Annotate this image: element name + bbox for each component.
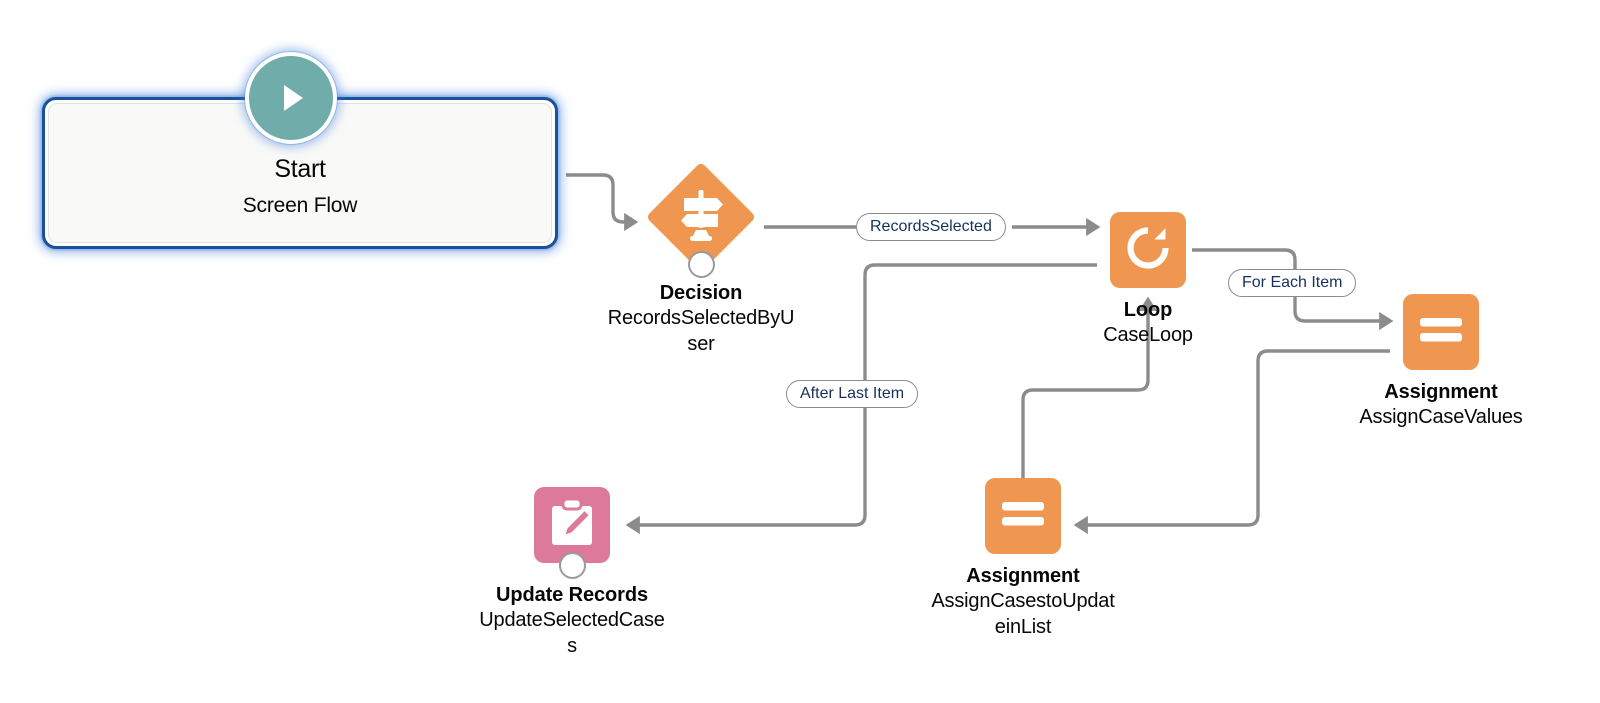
assignment-cases-to-update-label: Assignment AssignCasestoUpdat einList xyxy=(885,564,1161,640)
clipboard-pencil-icon xyxy=(549,497,595,553)
decision-name-line-1: RecordsSelectedByU xyxy=(607,307,795,330)
loop-label: Loop CaseLoop xyxy=(1018,298,1278,349)
update-records-name-line-2: s xyxy=(567,634,577,657)
loop-type-label: Loop xyxy=(1123,299,1173,321)
start-node[interactable]: Start Screen Flow xyxy=(42,52,558,249)
update-records-node[interactable]: Update Records UpdateSelectedCase s xyxy=(479,487,665,657)
decision-label: Decision RecordsSelectedByU ser xyxy=(541,281,861,357)
update-records-label: Update Records UpdateSelectedCase s xyxy=(434,583,710,659)
connector-label-for-each-item[interactable]: For Each Item xyxy=(1228,269,1357,297)
connector-label-after-last-item[interactable]: After Last Item xyxy=(786,380,919,408)
update-records-name-line-1: UpdateSelectedCase xyxy=(479,609,665,632)
loop-name-line-1: CaseLoop xyxy=(1103,324,1193,347)
loop-refresh-icon xyxy=(1124,224,1172,277)
update-records-shape xyxy=(534,487,610,563)
assignment-cases-to-update-name-line-1: AssignCasestoUpdat xyxy=(931,590,1115,613)
assignment-cases-to-update-node[interactable]: Assignment AssignCasestoUpdat einList xyxy=(931,478,1115,638)
equals-icon xyxy=(1000,498,1046,535)
assignment-cases-to-update-shape xyxy=(985,478,1061,554)
signpost-icon xyxy=(651,167,751,267)
play-icon[interactable] xyxy=(245,52,337,144)
connector-label-records-selected[interactable]: RecordsSelected xyxy=(856,213,1006,241)
start-subtitle: Screen Flow xyxy=(242,194,358,217)
decision-circle-badge[interactable] xyxy=(687,251,715,278)
decision-node[interactable]: Decision RecordsSelectedByU ser xyxy=(608,161,794,355)
decision-type-label: Decision xyxy=(659,282,743,304)
update-records-circle-badge[interactable] xyxy=(558,552,586,579)
loop-node[interactable]: Loop CaseLoop xyxy=(1103,212,1193,346)
assignment-case-values-name-line-1: AssignCaseValues xyxy=(1359,406,1523,429)
assignment-case-values-shape xyxy=(1403,294,1479,370)
connector-start-to-decision xyxy=(566,173,639,232)
update-records-type-label: Update Records xyxy=(496,584,648,606)
assignment-case-values-type-label: Assignment xyxy=(1384,381,1498,403)
connector-assign-case-values-to-assign-cases xyxy=(1073,349,1390,535)
start-node-text: Start Screen Flow xyxy=(42,155,558,218)
connector-loop-to-assignment-case-values-2 xyxy=(1293,296,1394,331)
assignment-cases-to-update-name-line-2: einList xyxy=(994,615,1052,638)
connector-loop-to-assignment-case-values xyxy=(1192,248,1297,271)
assignment-case-values-node[interactable]: Assignment AssignCaseValues xyxy=(1359,294,1523,428)
assignment-case-values-label: Assignment AssignCaseValues xyxy=(1311,380,1571,431)
loop-node-shape xyxy=(1110,212,1186,288)
start-title: Start xyxy=(274,155,326,183)
decision-name-line-2: ser xyxy=(687,332,715,355)
assignment-cases-to-update-type-label: Assignment xyxy=(966,565,1080,587)
equals-icon xyxy=(1418,314,1464,351)
connector-loop-to-update-records-2 xyxy=(625,407,867,535)
